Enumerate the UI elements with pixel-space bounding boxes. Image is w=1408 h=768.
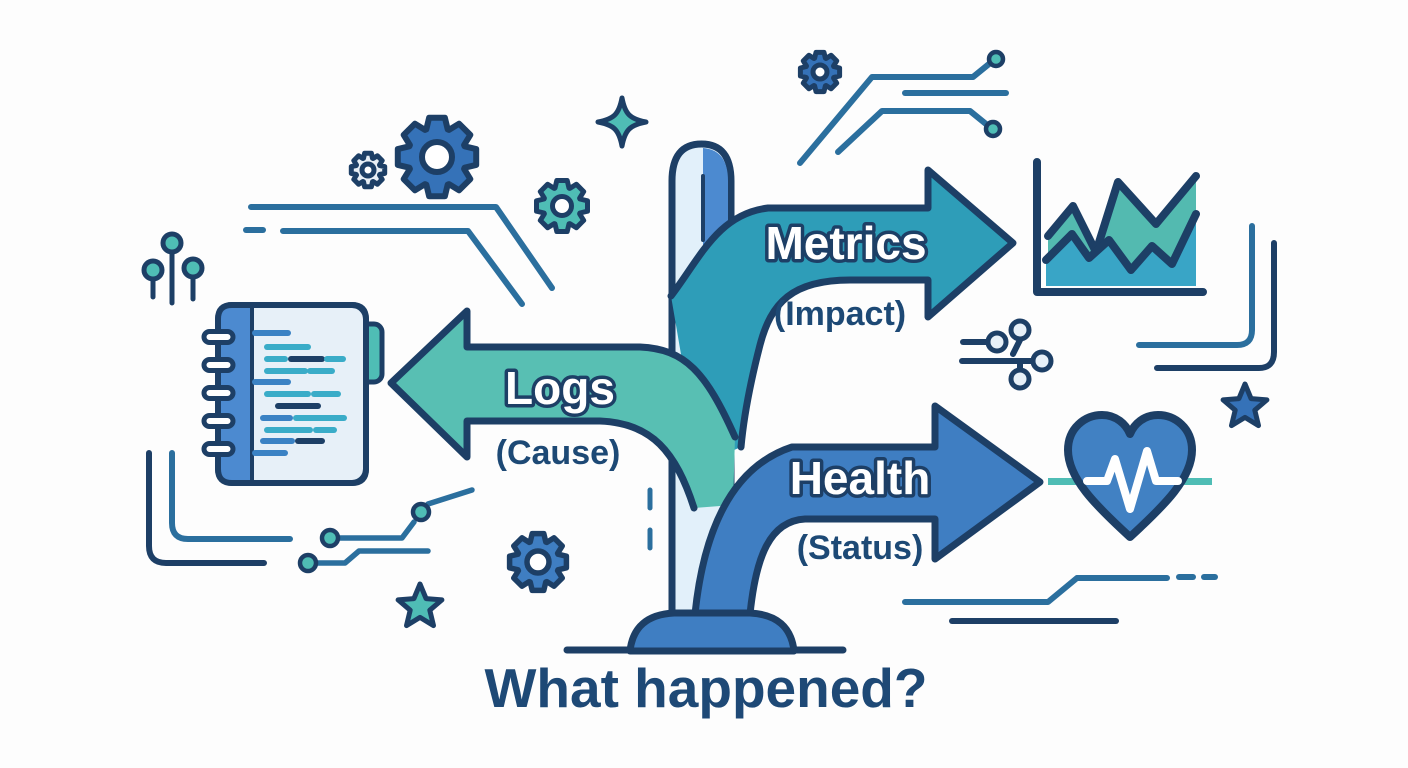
sparkle-icon bbox=[595, 95, 649, 149]
bracket-lines bbox=[146, 223, 1277, 566]
star-icon bbox=[395, 581, 445, 629]
circuit-node bbox=[297, 552, 319, 574]
star-icon bbox=[1220, 381, 1270, 429]
question-text: What happened? bbox=[484, 657, 927, 719]
circuit-node bbox=[983, 119, 1003, 139]
circuit-node bbox=[986, 49, 1006, 69]
signpost bbox=[387, 140, 1044, 655]
health-sublabel: (Status) bbox=[797, 529, 924, 567]
logs-label: Logs bbox=[505, 362, 615, 414]
code-lines bbox=[252, 330, 347, 456]
logs-arrow bbox=[387, 307, 739, 512]
signpost-base bbox=[626, 609, 798, 655]
pin-nodes-icon bbox=[141, 231, 205, 306]
metrics-arrow bbox=[667, 166, 1017, 465]
metrics-sublabel: (Impact) bbox=[774, 295, 906, 333]
notebook-icon bbox=[201, 302, 385, 486]
branch-nodes-icon bbox=[959, 318, 1054, 391]
metrics-label: Metrics bbox=[765, 217, 926, 269]
heartbeat-icon bbox=[1048, 411, 1212, 541]
health-label: Health bbox=[790, 452, 931, 504]
ecg-line bbox=[1083, 447, 1182, 513]
circuit-trace-icon bbox=[243, 49, 1218, 624]
health-arrow bbox=[691, 402, 1044, 618]
area-chart-icon bbox=[1033, 158, 1207, 296]
circuit-node bbox=[319, 527, 341, 549]
logs-sublabel: (Cause) bbox=[496, 434, 621, 472]
circuit-node bbox=[410, 501, 432, 523]
gear-icon bbox=[348, 49, 843, 594]
notebook-rings bbox=[201, 329, 236, 457]
chart-axes bbox=[1033, 158, 1207, 296]
